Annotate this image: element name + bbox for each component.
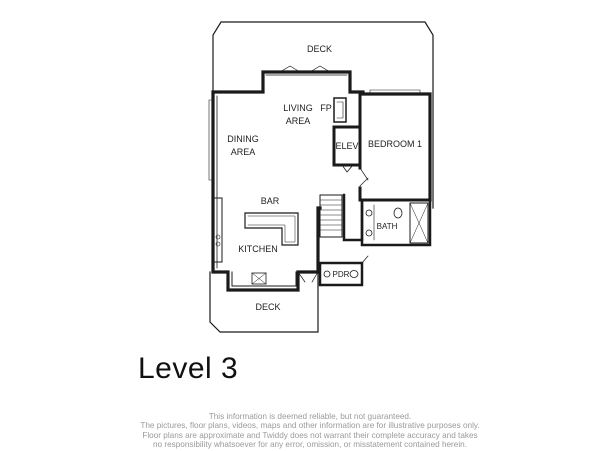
bedroom-door-swing <box>359 167 369 187</box>
disclaimer-line-4: no responsibility whatsoever for any err… <box>152 440 467 450</box>
disclaimer-line-3: Floor plans are approximate and Twiddy d… <box>142 430 478 440</box>
label-living-1: LIVING <box>283 103 313 113</box>
disclaimer-line-2: The pictures, floor plans, videos, maps … <box>140 421 480 431</box>
label-dining-2: AREA <box>231 147 256 157</box>
stairs <box>319 194 343 238</box>
label-kitchen: KITCHEN <box>238 244 278 254</box>
exterior-walls <box>211 70 432 292</box>
kitchen-sink <box>251 272 267 285</box>
stair-treads <box>319 199 343 231</box>
disclaimer-line-1: This information is deemed reliable, but… <box>208 412 412 421</box>
deck-top-outline <box>212 21 434 209</box>
shower <box>409 202 429 244</box>
bar-island-inner <box>247 215 296 243</box>
stove-burner-1 <box>215 234 221 240</box>
level-title: Level 3 <box>138 352 239 385</box>
kitchen-sink-x <box>251 272 267 285</box>
fireplace-inner <box>336 101 344 119</box>
living-window <box>208 99 214 181</box>
deck-top-door <box>279 65 331 73</box>
label-bar: BAR <box>261 196 280 206</box>
exterior-walls-inner <box>216 74 434 269</box>
bedroom-walls <box>358 92 432 202</box>
kitchen-counter-left <box>212 197 223 263</box>
label-elevator: ELEV <box>335 141 358 151</box>
bath-sink-1 <box>365 209 373 217</box>
stove-burner-2 <box>215 241 221 247</box>
pdr-toilet <box>349 270 359 278</box>
powder-room <box>318 261 364 287</box>
deck-door-swing <box>297 271 319 283</box>
pdr-door <box>361 255 369 264</box>
label-deck-top: DECK <box>307 44 332 54</box>
pdr-sink <box>323 270 331 278</box>
bath-sink-2 <box>365 229 373 237</box>
bedroom-window <box>369 89 421 95</box>
label-living-2: AREA <box>286 116 311 126</box>
label-dining-1: DINING <box>227 134 259 144</box>
label-fireplace: FP <box>320 103 332 113</box>
elevator-door <box>341 164 354 173</box>
bath-toilet <box>393 207 403 219</box>
label-bedroom-1: BEDROOM 1 <box>368 139 422 149</box>
shower-hatch <box>409 202 429 244</box>
stair-wall <box>342 193 364 242</box>
bar-island <box>244 212 299 246</box>
disclaimer: This information is deemed reliable, but… <box>120 412 500 450</box>
kitchen-counter-bottom <box>231 271 297 287</box>
label-bath: BATH <box>377 222 398 231</box>
fireplace-box <box>333 97 347 123</box>
label-pdr: PDR <box>333 270 350 279</box>
bath-walls <box>360 198 432 247</box>
label-deck-bottom: DECK <box>255 302 280 312</box>
deck-bottom-outline <box>209 271 319 333</box>
room-labels: DECK LIVING AREA FP DINING AREA ELEV BED… <box>227 44 422 312</box>
